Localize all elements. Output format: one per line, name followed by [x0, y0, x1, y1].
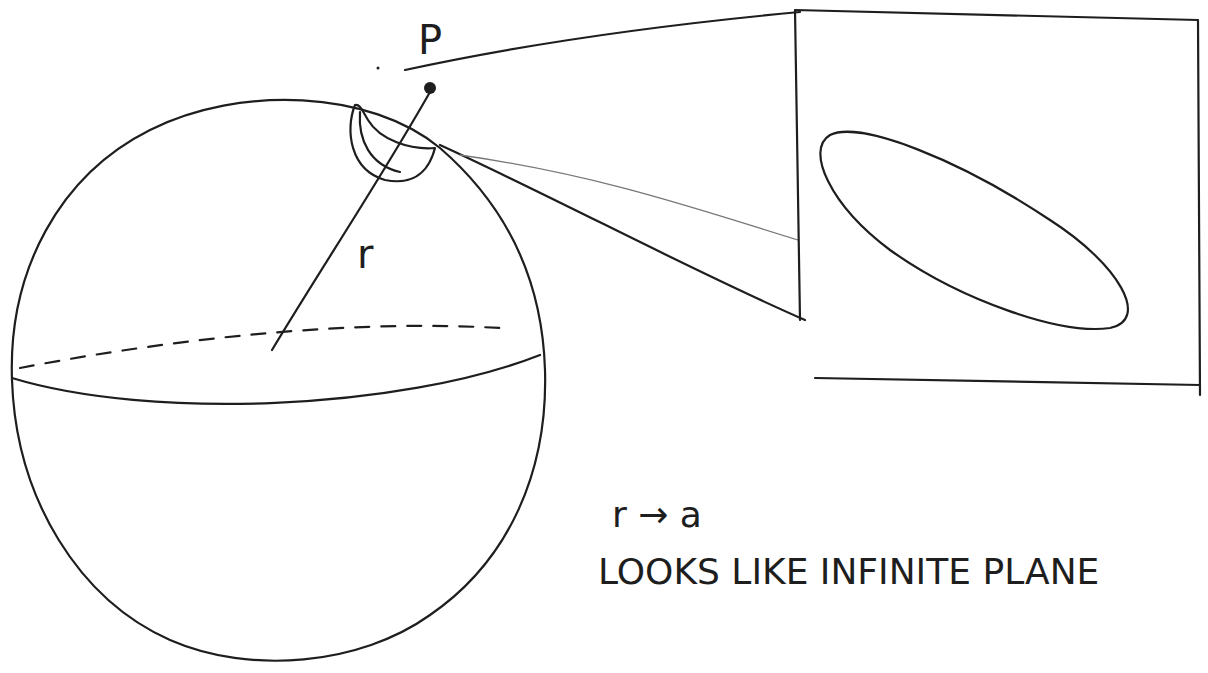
- point-p: [424, 82, 436, 94]
- zoom-line: [460, 155, 798, 240]
- stray-dot: [377, 67, 380, 70]
- sphere-outline: [12, 100, 545, 661]
- patch-inner: [360, 112, 400, 172]
- note-text: LOOKS LIKE INFINITE PLANE: [598, 552, 1099, 592]
- point-label: P: [418, 18, 442, 62]
- magnified-view: [795, 10, 1200, 395]
- limit-note: r → a: [612, 495, 702, 535]
- radius-label: r: [357, 232, 373, 276]
- zoom-line: [440, 145, 805, 320]
- surface-patch: [350, 105, 435, 181]
- magnified-patch: [820, 132, 1128, 329]
- equator-back: [20, 326, 500, 368]
- zoom-line: [405, 12, 800, 70]
- equator-front: [12, 355, 540, 404]
